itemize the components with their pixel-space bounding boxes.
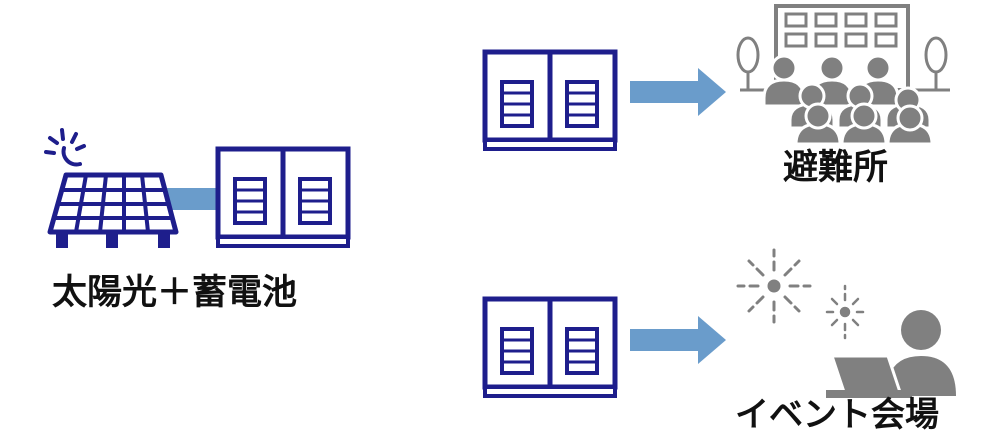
label-event-venue: イベント会場 (735, 395, 939, 435)
solar-to-battery-connector (160, 188, 220, 210)
arrow-to-event (630, 316, 726, 364)
person-with-laptop-icon (826, 310, 956, 398)
shelter-building-icon (740, 4, 950, 92)
tree-icon-left (736, 36, 760, 90)
solar-panel-icon (47, 172, 179, 248)
fireworks-icon-small (825, 284, 865, 340)
arrow-to-shelter (630, 68, 726, 116)
battery-icon-source (218, 149, 348, 246)
label-solar-plus-battery: 太陽光＋蓄電池 (52, 273, 298, 313)
tree-icon-right (924, 36, 948, 90)
battery-icon-shelter (485, 52, 615, 149)
sun-icon (44, 128, 86, 167)
label-evacuation-shelter: 避難所 (783, 148, 889, 188)
fireworks-icon-large (736, 248, 812, 324)
battery-icon-event (485, 299, 615, 396)
crowd-icon (762, 54, 934, 146)
